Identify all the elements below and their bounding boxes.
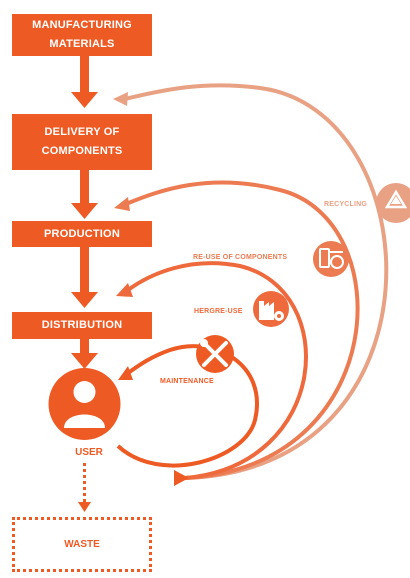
hergre-use-loop (116, 261, 308, 480)
recycling-icon (376, 183, 410, 223)
recycling-loop (113, 83, 389, 480)
user-label: USER (75, 447, 103, 458)
step-manufacturing-materials: MANUFACTURING MATERIALS (12, 14, 152, 56)
step-distribution: DISTRIBUTION (12, 312, 152, 339)
components-gear-icon (313, 241, 349, 277)
maintenance-loop (116, 344, 259, 486)
reuse-components-label: RE-USE OF COMPONENTS (193, 254, 288, 261)
waste-dotted-arrow (78, 463, 91, 512)
factory-gear-icon (253, 291, 289, 327)
waste-box: WASTE (12, 517, 152, 572)
maintenance-label: MAINTENANCE (160, 378, 214, 385)
step-delivery-of-components: DELIVERY OF COMPONENTS (12, 114, 152, 170)
waste-label: WASTE (64, 539, 100, 550)
step-production: PRODUCTION (12, 221, 152, 247)
recycling-label: RECYCLING (324, 201, 368, 208)
reuse-components-loop (114, 180, 360, 480)
user-avatar-icon (48, 368, 121, 440)
hergre-use-label: HERGRE-USE (194, 308, 243, 315)
wrench-screwdriver-icon (196, 335, 234, 373)
flow-arrows (71, 56, 98, 369)
